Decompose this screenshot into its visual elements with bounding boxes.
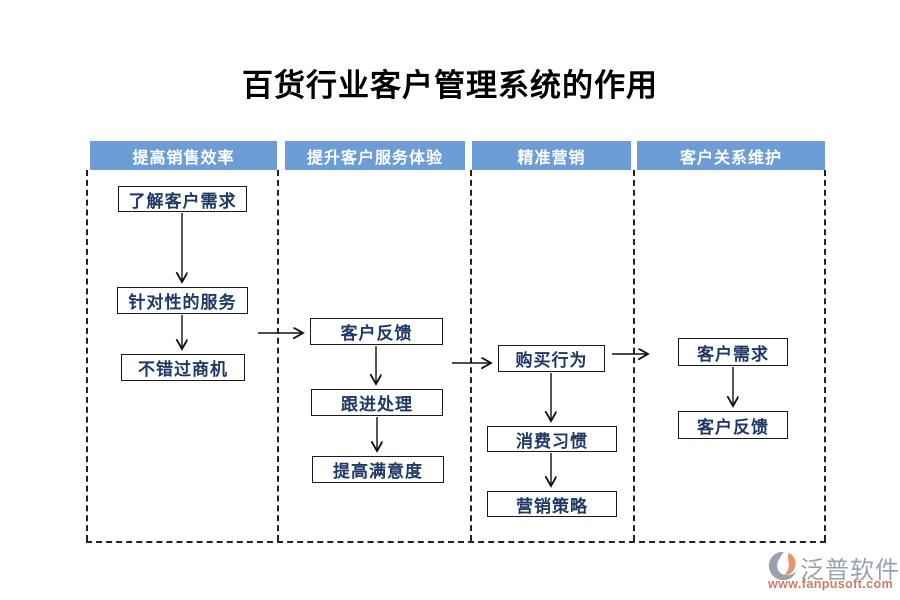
brand-name: 泛普软件 — [800, 557, 900, 584]
lane-bottom-border — [86, 541, 826, 543]
column-header-service-experience: 提升客户服务体验 — [285, 141, 465, 170]
flow-box-improve-satisfaction: 提高满意度 — [312, 456, 444, 483]
column-header-customer-relationship: 客户关系维护 — [637, 141, 825, 170]
flow-box-consumption-habits: 消费习惯 — [487, 426, 617, 452]
lane-divider — [633, 170, 635, 541]
flow-box-marketing-strategy: 营销策略 — [487, 491, 617, 517]
flow-box-customer-needs: 客户需求 — [678, 338, 788, 366]
flow-box-no-missed-opportunity: 不错过商机 — [121, 354, 245, 381]
diagram-title: 百货行业客户管理系统的作用 — [242, 68, 658, 103]
fanpu-logo-icon — [768, 551, 797, 581]
brand-url: www.fanpusoft.com — [768, 577, 894, 591]
column-header-sales-efficiency: 提高销售效率 — [90, 141, 277, 170]
fanpu-watermark: 泛普软件 www.fanpusoft.com — [766, 549, 900, 593]
flow-box-follow-up: 跟进处理 — [311, 389, 443, 416]
lane-divider — [277, 170, 279, 541]
lane-divider — [86, 170, 88, 541]
lane-divider — [470, 170, 472, 541]
flow-box-customer-feedback: 客户反馈 — [310, 318, 443, 345]
column-header-precision-marketing: 精准营销 — [472, 141, 631, 170]
flow-box-purchase-behavior: 购买行为 — [498, 345, 605, 372]
flow-box-understand-needs: 了解客户需求 — [118, 186, 247, 212]
flow-box-customer-feedback-2: 客户反馈 — [678, 411, 788, 439]
flow-box-targeted-service: 针对性的服务 — [117, 287, 248, 314]
lane-divider — [824, 170, 826, 541]
